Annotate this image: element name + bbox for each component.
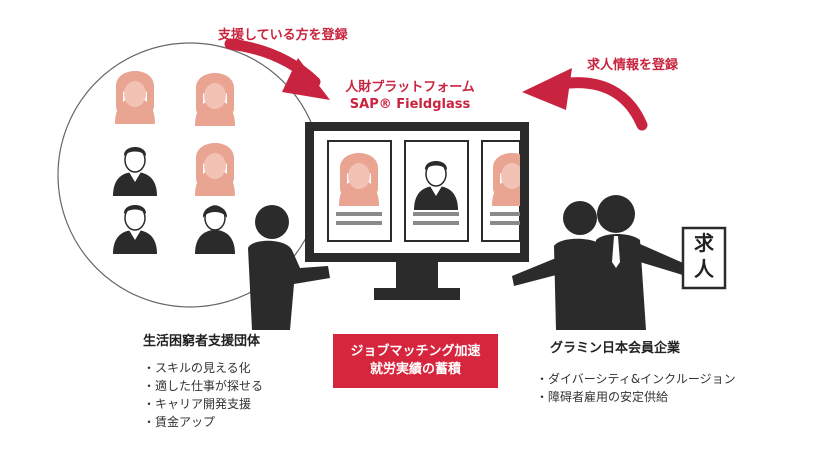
arrow-label-right: 求人情報を登録 <box>587 58 679 73</box>
list-item: キャリア開発支援 <box>143 395 263 413</box>
list-item: ダイバーシティ&インクルージョン <box>536 370 736 388</box>
job-matching-line2: 就労実績の蓄積 <box>369 362 461 377</box>
job-sign-char-1: 求 <box>694 231 714 255</box>
right-group-heading: グラミン日本会員企業 <box>550 341 681 356</box>
arrow-register-supported <box>224 38 330 100</box>
left-group-heading: 生活困窮者支援団体 <box>143 334 261 349</box>
arrow-register-jobs <box>522 68 648 131</box>
profile-card-1 <box>327 140 392 242</box>
company-figures <box>512 195 690 330</box>
list-item: 障碍者雇用の安定供給 <box>536 388 736 406</box>
platform-title: 人財プラットフォーム SAP® Fieldglass <box>320 79 500 113</box>
job-matching-line1: ジョブマッチング加速 <box>350 344 481 359</box>
left-group: 生活困窮者支援団体 スキルの見える化 適した仕事が探せる キャリア開発支援 賃金… <box>143 330 263 431</box>
list-item: スキルの見える化 <box>143 359 263 377</box>
arrow-label-left: 支援している方を登録 <box>218 28 348 43</box>
job-sign-text: 求 人 <box>683 230 725 282</box>
job-sign-char-2: 人 <box>694 257 714 281</box>
support-staff-figure <box>248 205 330 330</box>
avatar-grid <box>112 71 236 255</box>
right-group-list: ダイバーシティ&インクルージョン 障碍者雇用の安定供給 <box>536 370 736 406</box>
list-item: 適した仕事が探せる <box>143 377 263 395</box>
platform-title-line2: SAP® Fieldglass <box>349 97 471 112</box>
left-group-list: スキルの見える化 適した仕事が探せる キャリア開発支援 賃金アップ <box>143 359 263 431</box>
profile-card-2 <box>404 140 469 242</box>
profile-card-3 <box>481 140 521 242</box>
right-group: グラミン日本会員企業 ダイバーシティ&インクルージョン 障碍者雇用の安定供給 <box>536 337 736 406</box>
list-item: 賃金アップ <box>143 413 263 431</box>
job-matching-box: ジョブマッチング加速 就労実績の蓄積 <box>333 334 498 388</box>
job-sign <box>681 226 727 290</box>
platform-title-line1: 人財プラットフォーム <box>345 80 475 95</box>
